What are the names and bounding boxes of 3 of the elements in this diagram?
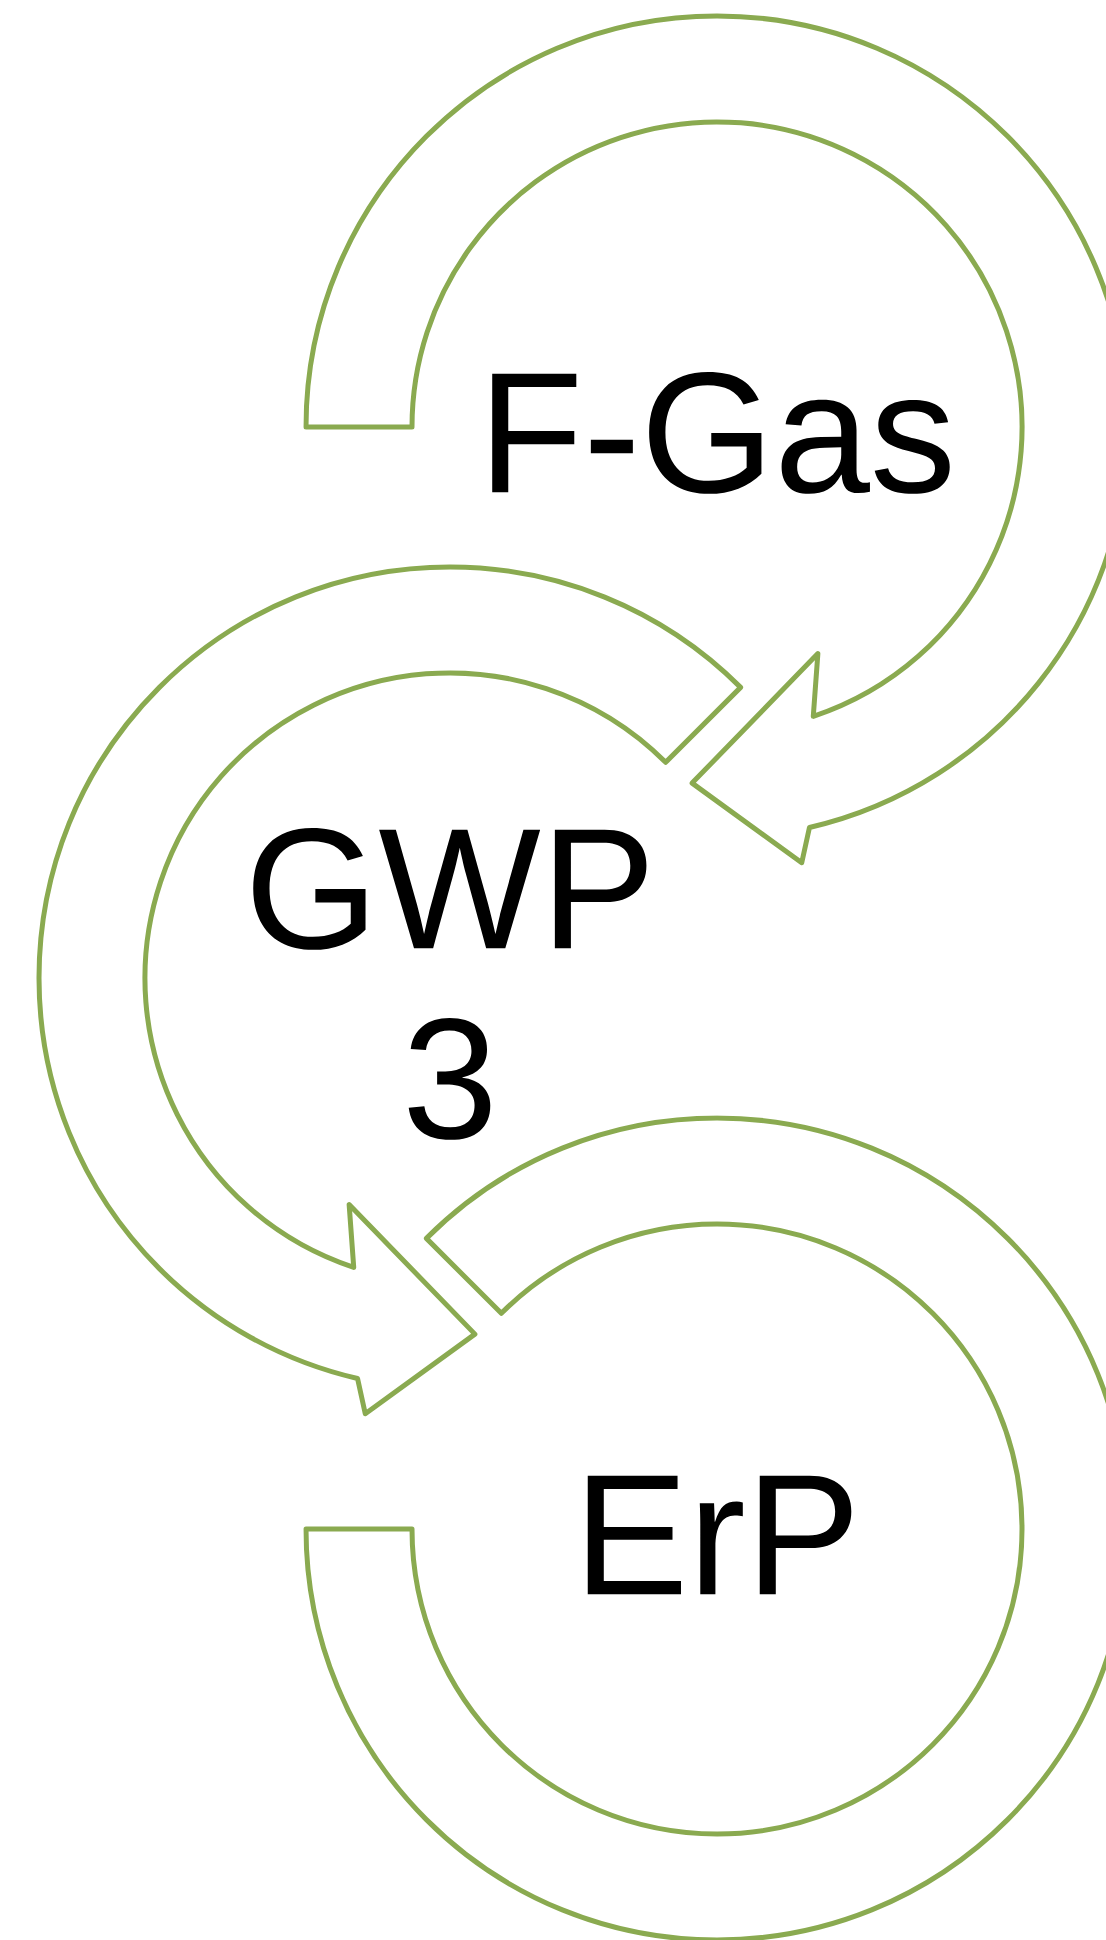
label-text: F-Gas (492, 372, 950, 494)
circular-arrow (36, 564, 744, 1417)
circular-arrow (303, 13, 1106, 866)
